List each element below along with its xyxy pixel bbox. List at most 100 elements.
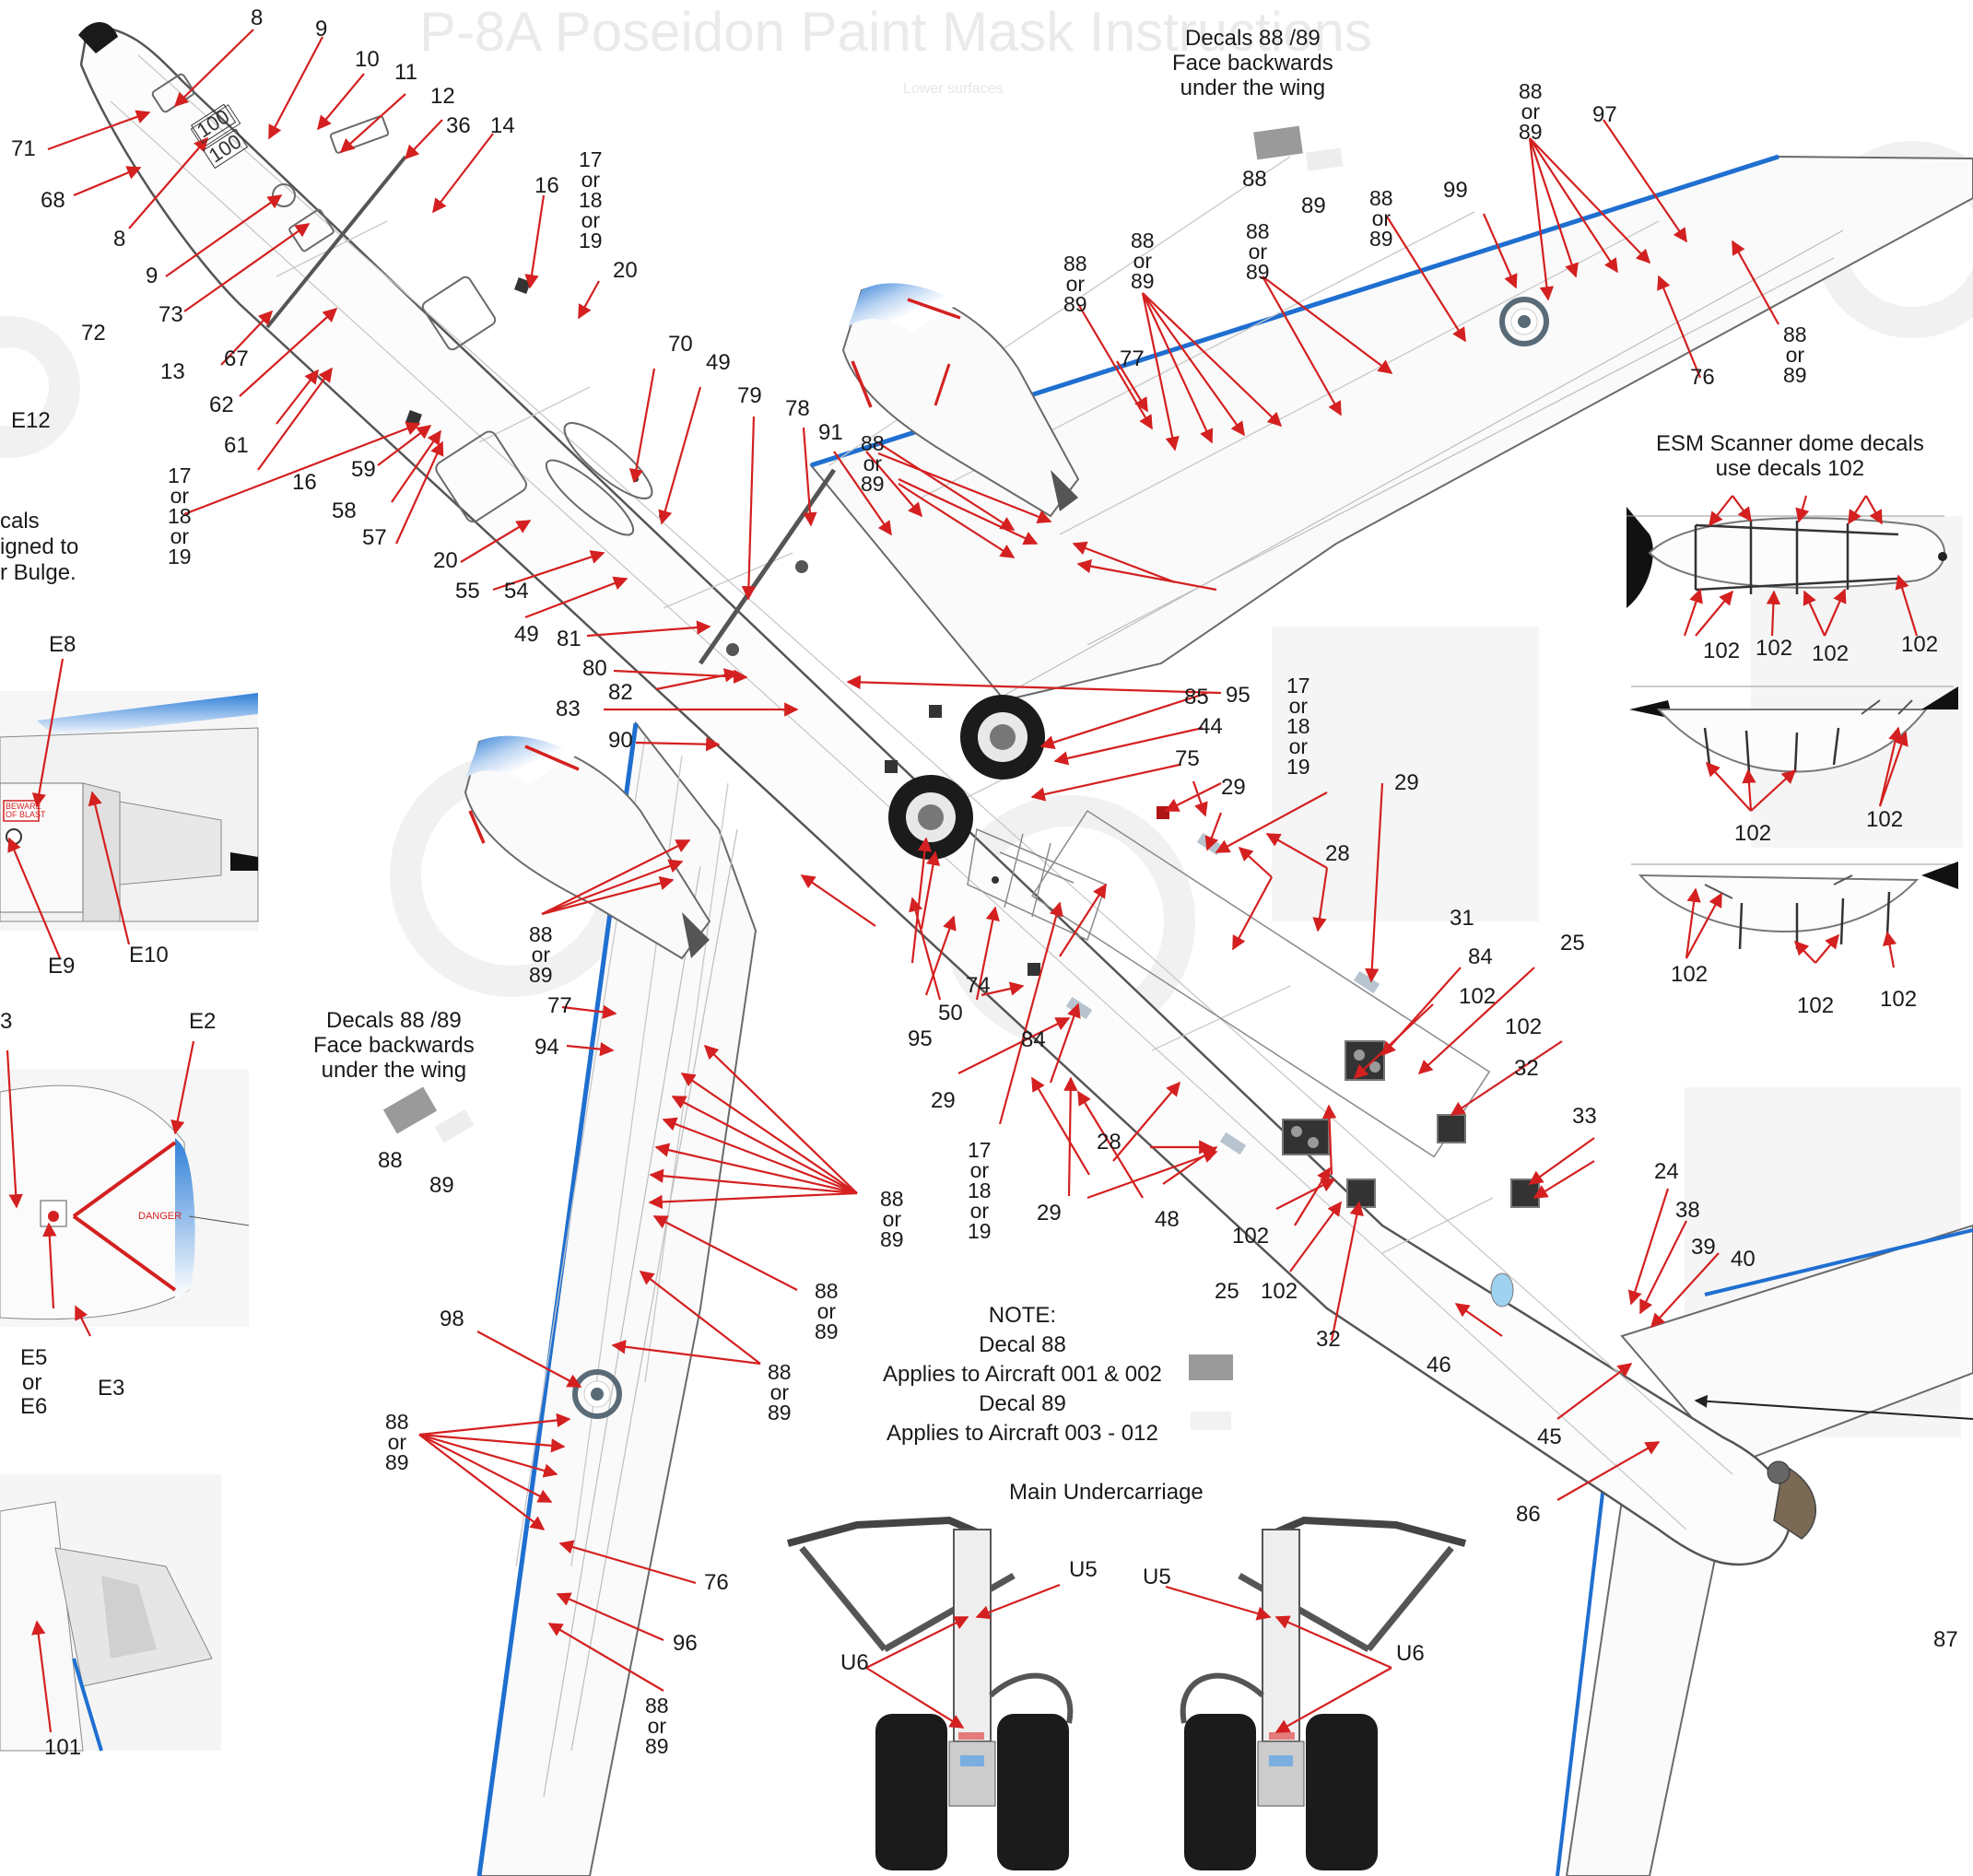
label-10: 10	[355, 47, 380, 72]
note-decals-face-backwards-top: Decals 88 /89 Face backwards under the w…	[1172, 26, 1333, 100]
label-102-esm-8: 102	[1797, 993, 1835, 1018]
label-70: 70	[668, 332, 693, 357]
label-79: 79	[737, 383, 762, 408]
label-88-swatch-top: 88	[1242, 167, 1267, 192]
label-E10: E10	[129, 943, 169, 967]
label-28-b: 28	[1097, 1130, 1122, 1155]
inset-engine-side-left	[0, 1069, 250, 1327]
label-E3-partial: 3	[0, 1009, 13, 1034]
label-29-b: 29	[1394, 770, 1419, 795]
label-102-esm-3: 102	[1812, 641, 1850, 666]
aircraft-underside	[78, 21, 1973, 1876]
roundel-left	[572, 1369, 622, 1419]
label-39: 39	[1691, 1235, 1716, 1260]
label-90: 90	[608, 728, 633, 753]
note-left-partial: cals igned to r Bulge.	[0, 509, 79, 585]
label-58: 58	[332, 498, 357, 523]
label-96: 96	[673, 1631, 698, 1656]
label-36: 36	[446, 113, 471, 138]
label-E9: E9	[48, 954, 76, 979]
label-62: 62	[209, 393, 234, 417]
main-wheels	[888, 695, 1045, 860]
label-84-left: 84	[1021, 1027, 1046, 1052]
tail-cone	[1773, 1463, 1816, 1540]
label-102-esm-7: 102	[1671, 962, 1709, 987]
label-16-left: 16	[292, 470, 317, 495]
label-102-esm-2: 102	[1756, 636, 1793, 661]
esm-dome-inset-2	[1629, 686, 1958, 773]
label-13: 13	[160, 359, 185, 384]
label-98: 98	[440, 1307, 464, 1331]
fuselage	[79, 26, 1791, 1566]
note-decals-face-backwards-left: Decals 88 /89 Face backwards under the w…	[313, 1008, 475, 1083]
esm-dome-inset-3	[1631, 862, 1958, 950]
label-102-b: 102	[1505, 1014, 1543, 1039]
label-80: 80	[582, 656, 607, 681]
label-U5-right: U5	[1143, 1565, 1171, 1589]
label-49-top: 49	[706, 350, 731, 375]
label-29-d: 29	[931, 1088, 956, 1113]
label-88-swatch-left: 88	[378, 1148, 403, 1173]
label-E8: E8	[49, 632, 76, 657]
label-12: 12	[430, 84, 455, 109]
label-68: 68	[41, 188, 65, 213]
label-29-c: 29	[1037, 1201, 1062, 1225]
label-or-E: or	[22, 1370, 42, 1395]
label-81: 81	[557, 627, 581, 651]
label-25-b: 25	[1215, 1279, 1239, 1304]
label-32-b: 32	[1316, 1327, 1341, 1352]
label-31: 31	[1450, 906, 1474, 931]
label-33: 33	[1572, 1104, 1597, 1129]
label-46: 46	[1427, 1353, 1451, 1378]
label-9-top: 9	[315, 17, 328, 41]
label-32-a: 32	[1514, 1056, 1539, 1081]
label-102-esm-6: 102	[1866, 807, 1904, 832]
label-73: 73	[159, 302, 183, 327]
label-54: 54	[504, 579, 529, 604]
label-85: 85	[1184, 685, 1209, 709]
label-76-top: 76	[1690, 365, 1715, 390]
left-engine	[464, 735, 711, 960]
label-76-left: 76	[704, 1570, 729, 1595]
label-24: 24	[1654, 1159, 1679, 1184]
undercarriage-left	[786, 1516, 1074, 1870]
label-75: 75	[1175, 746, 1200, 771]
roundel-right	[1499, 297, 1549, 346]
right-engine	[841, 283, 1080, 518]
label-45: 45	[1537, 1425, 1562, 1449]
label-55: 55	[455, 579, 480, 604]
label-102-esm-4: 102	[1901, 632, 1939, 657]
stencil-danger: DANGER	[138, 1211, 182, 1222]
label-U6-left: U6	[840, 1650, 869, 1675]
label-20-left: 20	[433, 548, 458, 573]
decal-swatches	[382, 125, 1344, 1430]
label-61: 61	[224, 433, 249, 458]
label-44: 44	[1198, 714, 1223, 739]
label-28-a: 28	[1325, 841, 1350, 866]
label-97: 97	[1592, 102, 1617, 127]
label-102-a: 102	[1459, 984, 1497, 1009]
label-78: 78	[785, 396, 810, 421]
label-29-a: 29	[1221, 775, 1246, 800]
label-25-a: 25	[1560, 931, 1585, 956]
label-77-left: 77	[547, 993, 572, 1018]
label-E2: E2	[189, 1009, 217, 1034]
label-83: 83	[556, 697, 581, 721]
label-102-esm-9: 102	[1880, 987, 1918, 1012]
label-86: 86	[1516, 1502, 1541, 1527]
